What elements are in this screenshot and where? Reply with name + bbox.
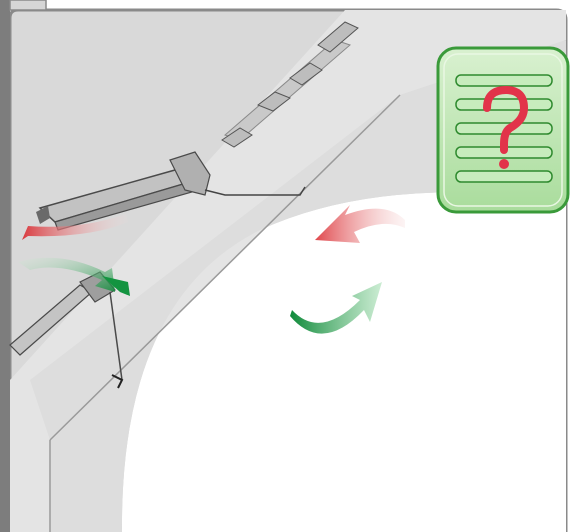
upper-lining — [204, 186, 306, 196]
room-interior — [121, 192, 566, 532]
cool-air-indoor-arrow — [290, 282, 382, 334]
warm-air-outflow-arrow — [22, 214, 128, 240]
top-tab — [9, 0, 47, 11]
left-edge — [0, 0, 10, 532]
upper-sash — [36, 151, 211, 231]
cool-air-inflow-head — [102, 276, 130, 296]
warm-air-indoor-arrow — [315, 205, 405, 243]
ceiling-line — [49, 94, 401, 441]
lower-lining-cap — [111, 374, 124, 389]
roof-slab — [10, 10, 566, 532]
upper-window-frame — [221, 21, 359, 148]
ventilation-grille-question-icon — [436, 46, 570, 214]
lower-lining — [109, 291, 123, 381]
roof-underside-shade — [30, 40, 566, 532]
cool-air-inflow-arrow — [18, 257, 115, 292]
